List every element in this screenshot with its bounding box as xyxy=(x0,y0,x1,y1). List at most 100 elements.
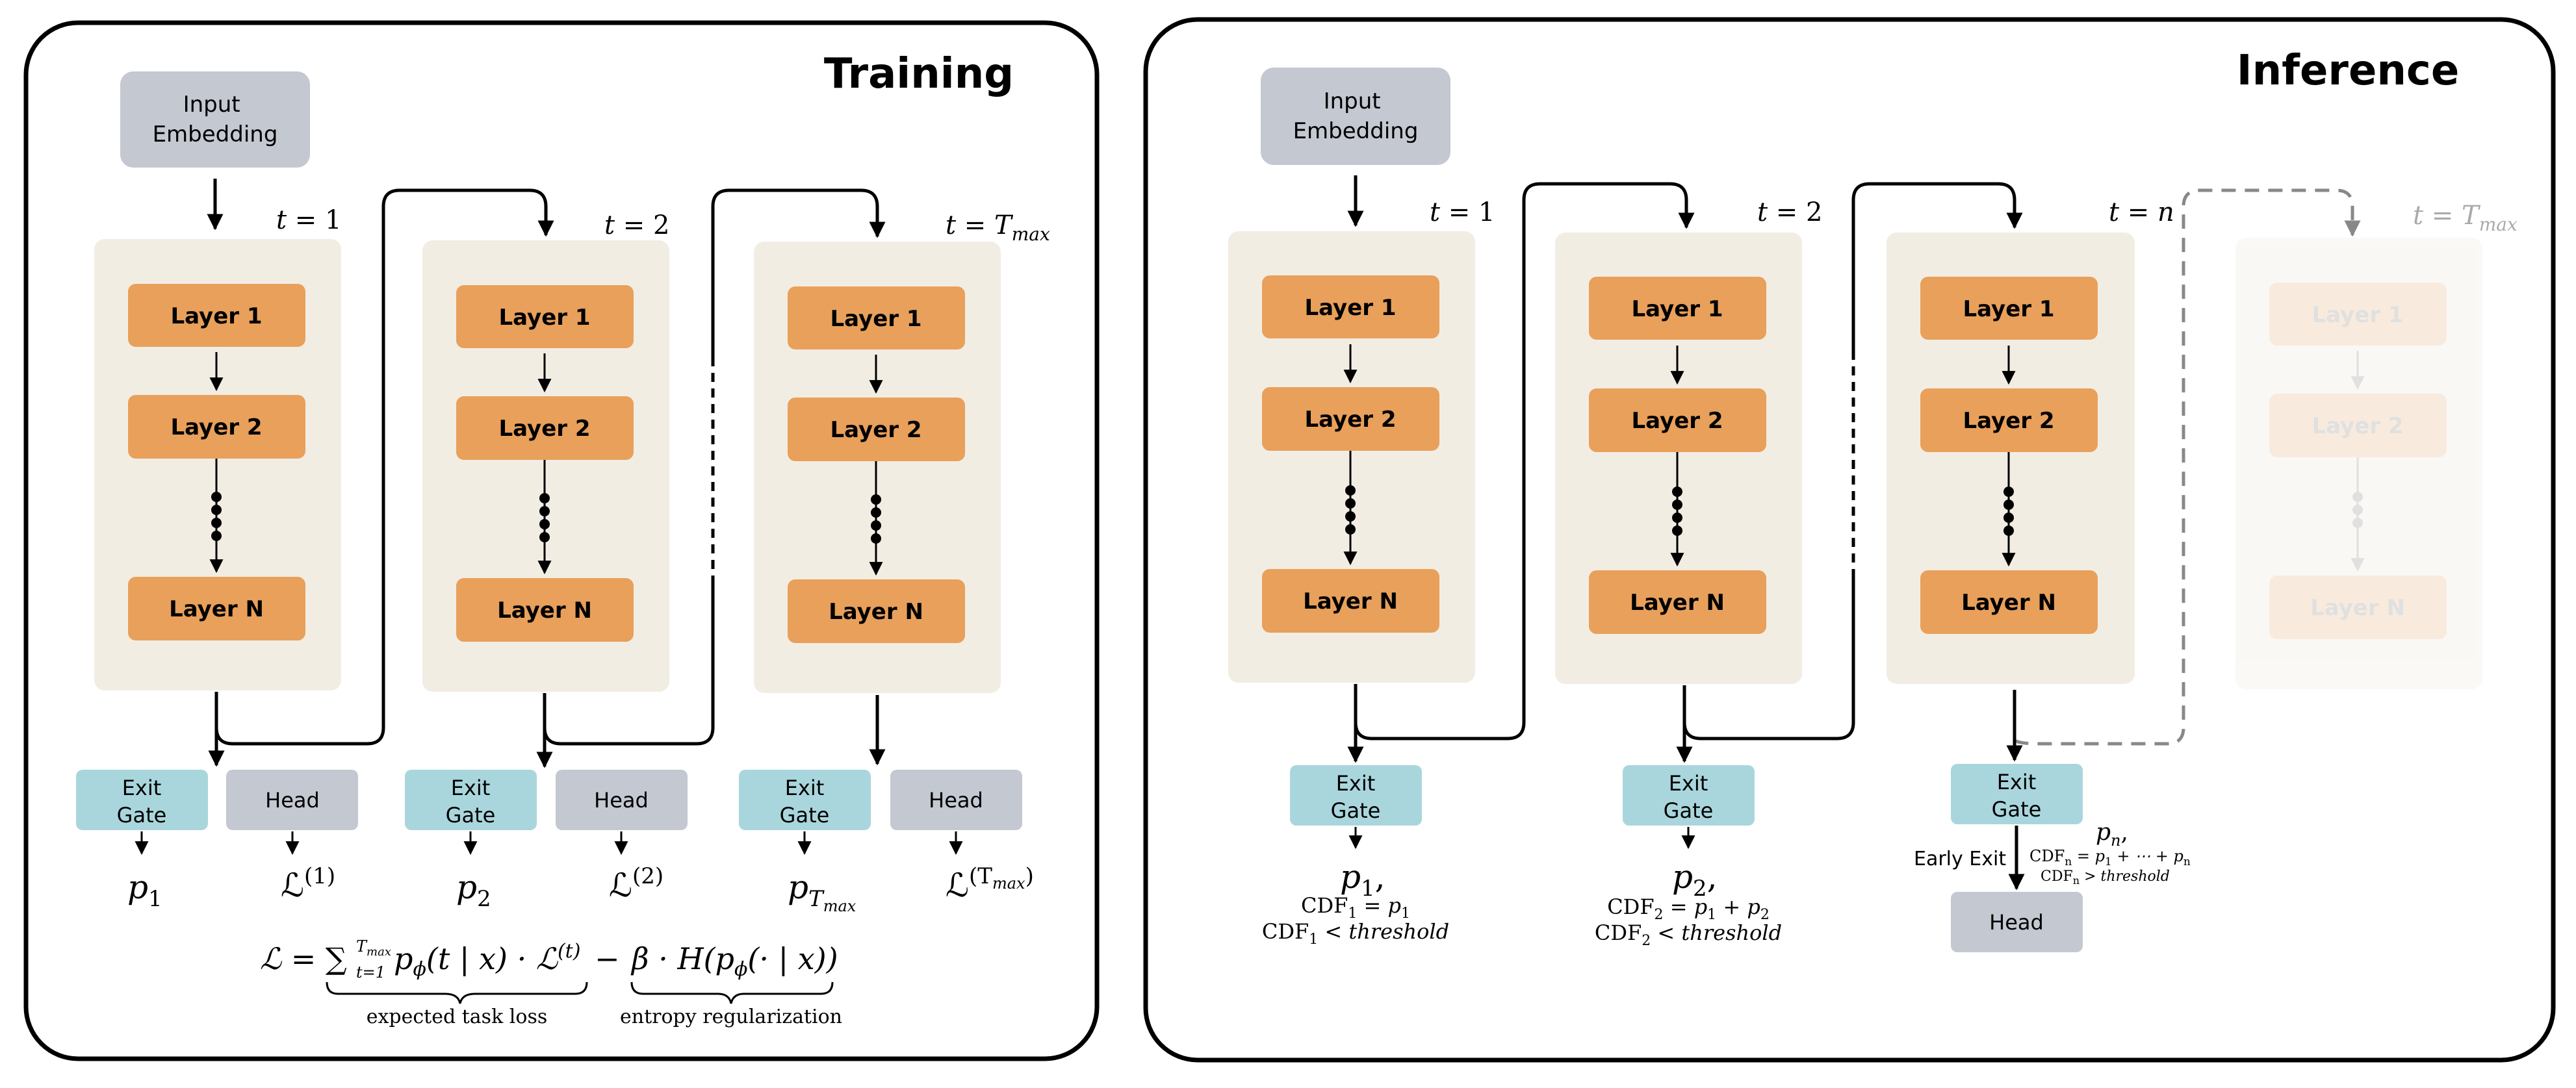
inference-cdf2-threshold: CDF2 < threshold xyxy=(1595,920,1782,949)
layer-1-box xyxy=(1262,275,1439,338)
layer-1-box xyxy=(456,285,634,348)
inference-cdf2-eq: CDF2 = p1 + p2 xyxy=(1607,894,1770,923)
formula-minus: − xyxy=(595,941,620,976)
training-head-tmax: Head xyxy=(890,770,1022,830)
training-loss-1: ℒ(1) xyxy=(281,863,335,904)
formula-sum-upper: Tmax xyxy=(356,937,391,959)
layer-1-label: Layer 1 xyxy=(1304,295,1396,321)
formula-term1: pϕ(t | x) · ℒ(t) xyxy=(394,940,580,981)
training-block-1: Layer 1 Layer 2 Layer N xyxy=(94,239,341,690)
formula-term2: β · H(pϕ(· | x)) xyxy=(630,941,838,981)
layer-ellipsis-dots xyxy=(209,459,224,574)
layer-2-label: Layer 2 xyxy=(830,417,921,443)
layer-n-box xyxy=(2269,576,2447,639)
layer-2-box xyxy=(788,398,965,461)
training-block-2: Layer 1 Layer 2 Layer N xyxy=(422,240,669,692)
training-p2: p2 xyxy=(456,868,491,912)
layer-n-box xyxy=(128,577,305,640)
training-t-label-1: t = 1 xyxy=(276,205,341,235)
inference-block-2: Layer 1 Layer 2 Layer N xyxy=(1555,233,1802,684)
formula-brace-label-1: expected task loss xyxy=(367,1006,547,1028)
inference-cdfn-threshold: CDFn > threshold xyxy=(2041,868,2170,887)
layer-1-box xyxy=(1589,277,1766,340)
inference-loop-connector-3 xyxy=(1851,182,2023,356)
training-head-1: Head xyxy=(226,770,358,830)
layer-n-label: Layer N xyxy=(169,596,264,622)
layer-2-box xyxy=(1262,387,1439,451)
layer-1-label: Layer 1 xyxy=(830,306,921,332)
layer-ellipsis-dots xyxy=(537,460,552,575)
layer-n-label: Layer N xyxy=(1961,590,2056,616)
inference-cdfn-eq: CDFn = p1 + ⋯ + pn xyxy=(2029,847,2191,868)
training-input-embedding-label: Input Embedding xyxy=(153,92,278,147)
training-t-label-tmax: t = Tmax xyxy=(946,210,1050,245)
layer-n-box xyxy=(1589,570,1766,634)
inference-block-n: Layer 1 Layer 2 Layer N xyxy=(1887,233,2135,684)
inference-panel-border xyxy=(1143,17,2556,1063)
layer-1-label: Layer 1 xyxy=(170,303,262,329)
svg-text:Head: Head xyxy=(1989,910,2044,935)
formula-underbrace-1 xyxy=(326,981,588,1004)
inference-cdf1-eq: CDF1 = p1 xyxy=(1301,893,1410,922)
formula-brace-label-2: entropy regularization xyxy=(620,1006,842,1028)
inference-cdf1-threshold: CDF1 < threshold xyxy=(1262,919,1449,948)
layer-2-label: Layer 2 xyxy=(1631,408,1723,434)
inference-pn: pn, xyxy=(2096,819,2128,850)
layer-n-label: Layer N xyxy=(829,599,923,625)
layer-2-label: Layer 2 xyxy=(170,414,262,440)
layer-1-label: Layer 1 xyxy=(498,305,590,331)
inference-p1: p1, xyxy=(1340,858,1385,902)
training-head-2: Head xyxy=(556,770,688,830)
layer-2-box xyxy=(456,396,634,460)
inference-t-label-1: t = 1 xyxy=(1430,197,1495,227)
layer-n-box xyxy=(788,579,965,643)
layer-1-box xyxy=(1920,277,2098,340)
layer-2-label: Layer 2 xyxy=(1304,407,1396,433)
inference-early-exit-label: Early Exit xyxy=(1914,848,2006,870)
layer-2-box xyxy=(1920,388,2098,452)
training-t-label-2: t = 2 xyxy=(604,210,669,240)
layer-n-label: Layer N xyxy=(1630,590,1725,616)
layer-2-box xyxy=(2269,394,2447,457)
layer-1-box xyxy=(2269,283,2447,346)
training-block-tmax: Layer 1 Layer 2 Layer N xyxy=(754,242,1001,693)
layer-n-box xyxy=(456,578,634,642)
training-loss-2: ℒ(2) xyxy=(609,863,663,904)
formula-underbrace-2 xyxy=(630,981,834,1004)
training-loss-formula: ℒ = ∑ Tmax t=1 pϕ(t | x) · ℒ(t) − β · H(… xyxy=(260,937,842,1028)
layer-1-box xyxy=(788,286,965,349)
training-panel: Training Input Embedding t = 1 t = 2 t =… xyxy=(23,20,1100,1061)
training-p1: p1 xyxy=(127,868,162,912)
layer-n-label: Layer N xyxy=(497,598,592,624)
inference-loop-connector-1 xyxy=(1354,182,1695,740)
layer-2-box xyxy=(128,395,305,459)
inference-skipped-connector-dashed xyxy=(2013,188,2361,746)
inference-input-embedding-label: Input Embedding xyxy=(1293,88,1419,144)
layer-2-label: Layer 2 xyxy=(2312,413,2403,439)
layer-1-label: Layer 1 xyxy=(1631,296,1723,322)
layer-2-box xyxy=(1589,388,1766,452)
layer-ellipsis-dots xyxy=(869,461,883,576)
training-title: Training xyxy=(824,50,1014,98)
layer-n-label: Layer N xyxy=(1303,588,1398,614)
layer-n-box xyxy=(1920,570,2098,634)
training-loop-connector-1 xyxy=(214,188,554,746)
formula-sum-lower: t=1 xyxy=(356,963,385,981)
formula-lhs-and-sum: ℒ = ∑ xyxy=(260,941,347,976)
layer-1-label: Layer 1 xyxy=(1963,296,2054,322)
layer-ellipsis-dots xyxy=(1670,452,1684,567)
inference-head-n: Head xyxy=(1951,892,2083,952)
inference-input-embedding-box xyxy=(1261,68,1450,165)
inference-panel: Inference Input Embedding t = 1 t = 2 t … xyxy=(1143,17,2556,1063)
